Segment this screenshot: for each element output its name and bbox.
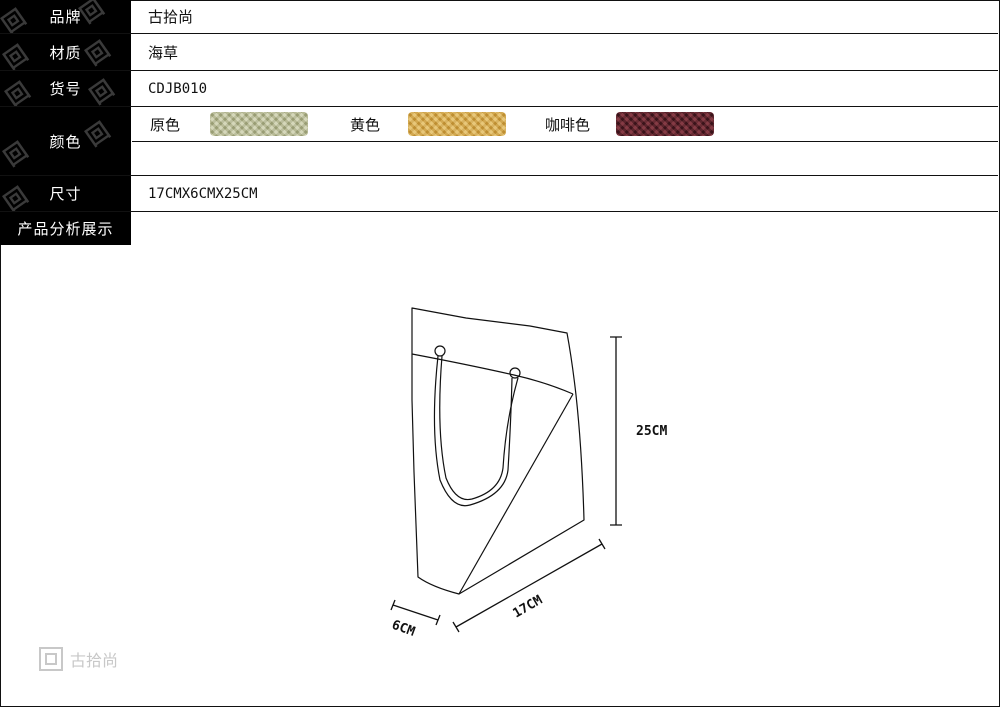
size-label-cell: 回 尺寸 bbox=[0, 176, 131, 211]
watermark-icon: 回 bbox=[0, 138, 33, 172]
watermark-icon: 回 bbox=[0, 183, 33, 211]
swatch-coffee bbox=[616, 112, 715, 136]
showcase-label-cell: 产品分析展示 bbox=[0, 212, 131, 245]
watermark-icon: 回 bbox=[0, 41, 33, 70]
size-row: 回 尺寸 17CMX6CMX25CM bbox=[0, 176, 998, 212]
sku-label-cell: 回 回 货号 bbox=[0, 71, 131, 106]
brand-label-cell: 回 回 品牌 bbox=[0, 0, 131, 33]
color-option-coffee: 咖啡色 bbox=[545, 112, 715, 136]
sku-row: 回 回 货号 CDJB010 bbox=[0, 71, 998, 107]
watermark-logo: 古拾尚 bbox=[38, 646, 118, 672]
sku-value: CDJB010 bbox=[148, 80, 208, 97]
watermark-icon: 回 bbox=[2, 78, 35, 106]
watermark-icon: 回 bbox=[0, 5, 31, 33]
brand-label: 品牌 bbox=[49, 8, 82, 26]
brand-row: 回 回 品牌 古拾尚 bbox=[0, 0, 998, 34]
watermark-icon: 回 bbox=[86, 76, 119, 106]
color-option-natural: 原色 bbox=[150, 112, 309, 136]
color-label-cell: 回 回 颜色 bbox=[0, 107, 131, 175]
material-label-cell: 回 回 材质 bbox=[0, 34, 131, 70]
watermark-icon: 回 bbox=[82, 118, 115, 152]
material-value: 海草 bbox=[148, 43, 179, 62]
color-name-coffee: 咖啡色 bbox=[545, 115, 591, 134]
watermark-icon: 回 bbox=[82, 37, 115, 70]
brand-value: 古拾尚 bbox=[148, 8, 194, 26]
color-row: 回 回 颜色 原色 黄色 咖啡色 bbox=[0, 107, 998, 176]
material-row: 回 回 材质 海草 bbox=[0, 34, 998, 71]
material-label: 材质 bbox=[49, 43, 82, 62]
watermark-text: 古拾尚 bbox=[70, 651, 119, 670]
showcase-label: 产品分析展示 bbox=[17, 220, 114, 238]
size-value: 17CMX6CMX25CM bbox=[148, 185, 258, 202]
showcase-row: 产品分析展示 bbox=[0, 212, 998, 245]
color-name-yellow: 黄色 bbox=[350, 115, 381, 134]
size-label: 尺寸 bbox=[49, 185, 82, 203]
color-options-line bbox=[132, 141, 998, 142]
color-option-yellow: 黄色 bbox=[350, 112, 507, 136]
color-label: 颜色 bbox=[49, 132, 82, 151]
swatch-natural bbox=[210, 112, 309, 136]
swatch-yellow bbox=[408, 112, 507, 136]
sku-label: 货号 bbox=[49, 80, 82, 98]
color-name-natural: 原色 bbox=[150, 115, 181, 134]
logo-icon bbox=[39, 647, 63, 671]
